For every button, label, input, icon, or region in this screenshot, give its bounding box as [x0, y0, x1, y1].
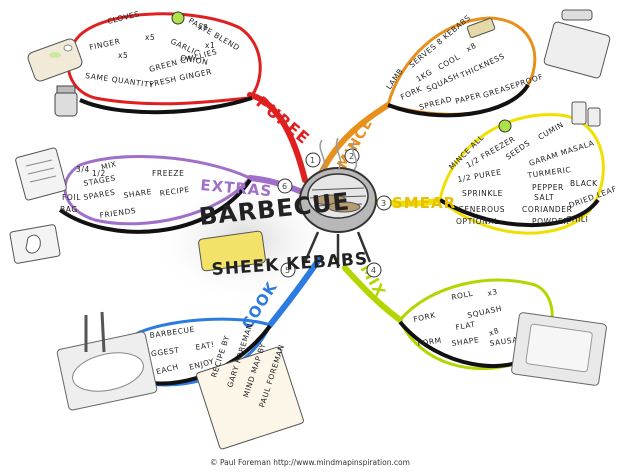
extras-leaf-bubble	[63, 154, 253, 226]
mince-leaf-1kg: 1KG	[415, 67, 434, 83]
mix-leaf-form: FORM	[417, 336, 442, 348]
hand-holding-card-icon	[9, 224, 61, 264]
extras-leaf-recipe: RECIPE	[159, 185, 190, 198]
puree-order: 1	[310, 156, 315, 165]
sticky-note-icon	[198, 230, 266, 272]
mix-order: 4	[371, 266, 376, 275]
kebab-skewers-icon	[313, 194, 361, 213]
cook-order: 5	[285, 266, 290, 275]
smear-leaf-salt: SALT	[534, 193, 554, 202]
extras-leaf-share: SHARE	[123, 187, 152, 200]
puree-leaf-x5b: x5	[118, 51, 128, 60]
extras-leaf-foil: FOIL	[62, 193, 81, 202]
mince-leaf-paper: PAPER	[454, 90, 482, 106]
smear-leaf-pepper: PEPPER	[532, 183, 564, 192]
smear-leaf-cumin: CUMIN	[537, 120, 566, 142]
extras-leaf-three-quarters: 3/4	[76, 165, 90, 174]
smear-leaf-powder: POWDER	[532, 217, 569, 226]
mince-leaf-fork: FORK	[399, 84, 424, 102]
extras-order: 6	[282, 182, 287, 191]
extras-leaf-bag: BAG	[60, 205, 78, 214]
puree-title: PUREE	[252, 93, 313, 149]
smear-leaf-garam-masala: GARAM MASALA	[528, 138, 596, 168]
smear-leaf-bubble	[438, 113, 605, 235]
spice-jar-icon	[571, 101, 601, 127]
cook-branch-line	[267, 255, 323, 328]
branch-cook: COOK 5 BARBECUE SUGGEST EAT! ENJOY x2 EA…	[56, 255, 323, 411]
credit-line: © Paul Foreman http://www.mindmapinspira…	[210, 458, 410, 467]
smear-order: 3	[381, 199, 386, 208]
mince-leaf-thickness: THICKNESS	[458, 51, 506, 80]
puree-leaf-cloves: CLOVES	[106, 9, 140, 26]
smear-leaf-optional: OPTIONAL	[456, 217, 499, 226]
tray-icon	[511, 312, 607, 386]
baking-tray-icon	[543, 9, 611, 79]
cook-leaf-eat: EAT!	[195, 340, 216, 352]
mince-order: 2	[349, 152, 354, 161]
puree-leaf-x8: x8	[198, 23, 208, 32]
smear-leaf-black: BLACK	[570, 179, 598, 188]
extras-branch-line	[247, 175, 305, 195]
mince-leaf-spread: SPREAD	[418, 95, 453, 112]
smear-leaf-coriander: CORIANDER	[522, 205, 572, 214]
extras-leaf-mix: MIX	[100, 159, 117, 172]
puree-leaf-x1: x1	[205, 41, 215, 50]
puree-leaf-bubble	[66, 12, 262, 106]
mix-leaf-x8: x8	[488, 326, 501, 338]
note-paper	[196, 346, 304, 450]
puree-leaf-x5a: x5	[145, 33, 155, 42]
mix-leaf-x3: x3	[487, 287, 499, 298]
puree-branch-line	[247, 92, 308, 183]
extras-leaf-freeze: FREEZE	[152, 169, 184, 178]
mince-leaf-x8: x8	[465, 41, 479, 54]
smear-leaf-chili: CHILI	[566, 215, 588, 224]
branch-mix: MIX 4 ROLL x3 FORK SQUASH FLAT FORM SHAP…	[342, 261, 607, 386]
mix-leaf-shape: SHAPE	[451, 335, 480, 348]
number-badge-icon	[498, 119, 512, 133]
extras-leaf-friends: FRIENDS	[99, 206, 137, 220]
mix-leaf-flat: FLAT	[455, 320, 476, 332]
smear-leaf-turmeric: TURMERIC	[526, 165, 572, 180]
smear-title: SMEAR	[392, 194, 456, 212]
branch-puree: PUREE 1 CLOVES PASTE BLEND GARLIC FINGER…	[27, 9, 321, 183]
smear-leaf-generous: GENEROUS	[458, 205, 505, 214]
extras-leaf-spares: SPARES	[83, 188, 116, 202]
number-badge-icon	[171, 11, 185, 25]
puree-leaf-finger: FINGER	[89, 37, 122, 52]
mix-leaf-fork: FORK	[413, 310, 438, 324]
mix-branch-line	[342, 265, 403, 323]
fork-knife-icon	[84, 311, 106, 353]
mix-leaf-roll: ROLL	[451, 289, 474, 302]
recipe-card-icon	[15, 147, 67, 201]
mince-leaf-cool: COOL	[437, 52, 462, 72]
chopping-board-icon	[27, 38, 83, 82]
rolled-paper-icon	[466, 17, 496, 39]
mix-leaf-squash: SQUASH	[467, 304, 503, 320]
puree-leaf-same-quantity: SAME QUANTITY	[85, 71, 155, 90]
jar-icon	[54, 85, 78, 117]
branch-smear: SMEAR 3 MINCE ALL 1/2 FREEZER 1/2 PUREE …	[369, 101, 618, 235]
plate-icon	[56, 331, 158, 411]
extras-leaf-half: 1/2	[92, 169, 106, 178]
mince-leaf-greaseproof: GREASEPROOF	[482, 72, 545, 100]
smear-leaf-half-puree: 1/2 PUREE	[457, 167, 502, 184]
smear-leaf-sprinkle: SPRINKLE	[462, 189, 503, 198]
